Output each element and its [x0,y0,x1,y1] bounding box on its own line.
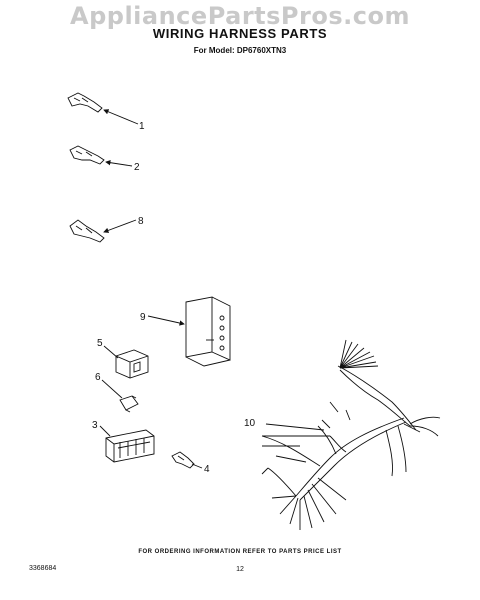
leader-line-6 [101,379,123,399]
callout-4: 4 [204,464,210,475]
leader-line-5 [103,345,119,359]
callout-6: 6 [95,372,101,383]
terminal-part-8 [69,219,105,243]
callout-10: 10 [244,418,256,429]
leader-line-1 [103,109,139,125]
terminal-part-4 [171,451,195,469]
multi-pin-connector-part-3 [105,429,155,463]
page-title: WIRING HARNESS PARTS [152,26,328,41]
leader-line-4 [191,463,203,469]
wiring-harness-part-10 [261,339,441,530]
document-number: 3368684 [29,565,57,572]
leader-line-9 [147,315,185,326]
leader-line-2 [105,160,133,167]
leader-line-8 [103,219,137,233]
callout-3: 3 [92,420,98,431]
ordering-note: FOR ORDERING INFORMATION REFER TO PARTS … [138,549,342,555]
terminal-block-part-9 [185,296,231,367]
callout-9: 9 [140,312,146,323]
watermark: AppliancePartsPros.com [70,2,410,30]
terminal-part-2 [69,145,105,165]
page-number: 12 [236,566,244,573]
callout-2: 2 [134,162,140,173]
callout-5: 5 [97,338,103,349]
terminal-part-1 [67,92,103,113]
callout-1: 1 [139,121,145,132]
wire-nut-part-6 [119,395,139,413]
model-line: For Model: DP6760XTN3 [193,46,287,55]
leader-line-10 [265,423,325,431]
callout-8: 8 [138,216,144,227]
leader-line-3 [99,425,111,437]
connector-housing-part-5 [115,349,149,379]
